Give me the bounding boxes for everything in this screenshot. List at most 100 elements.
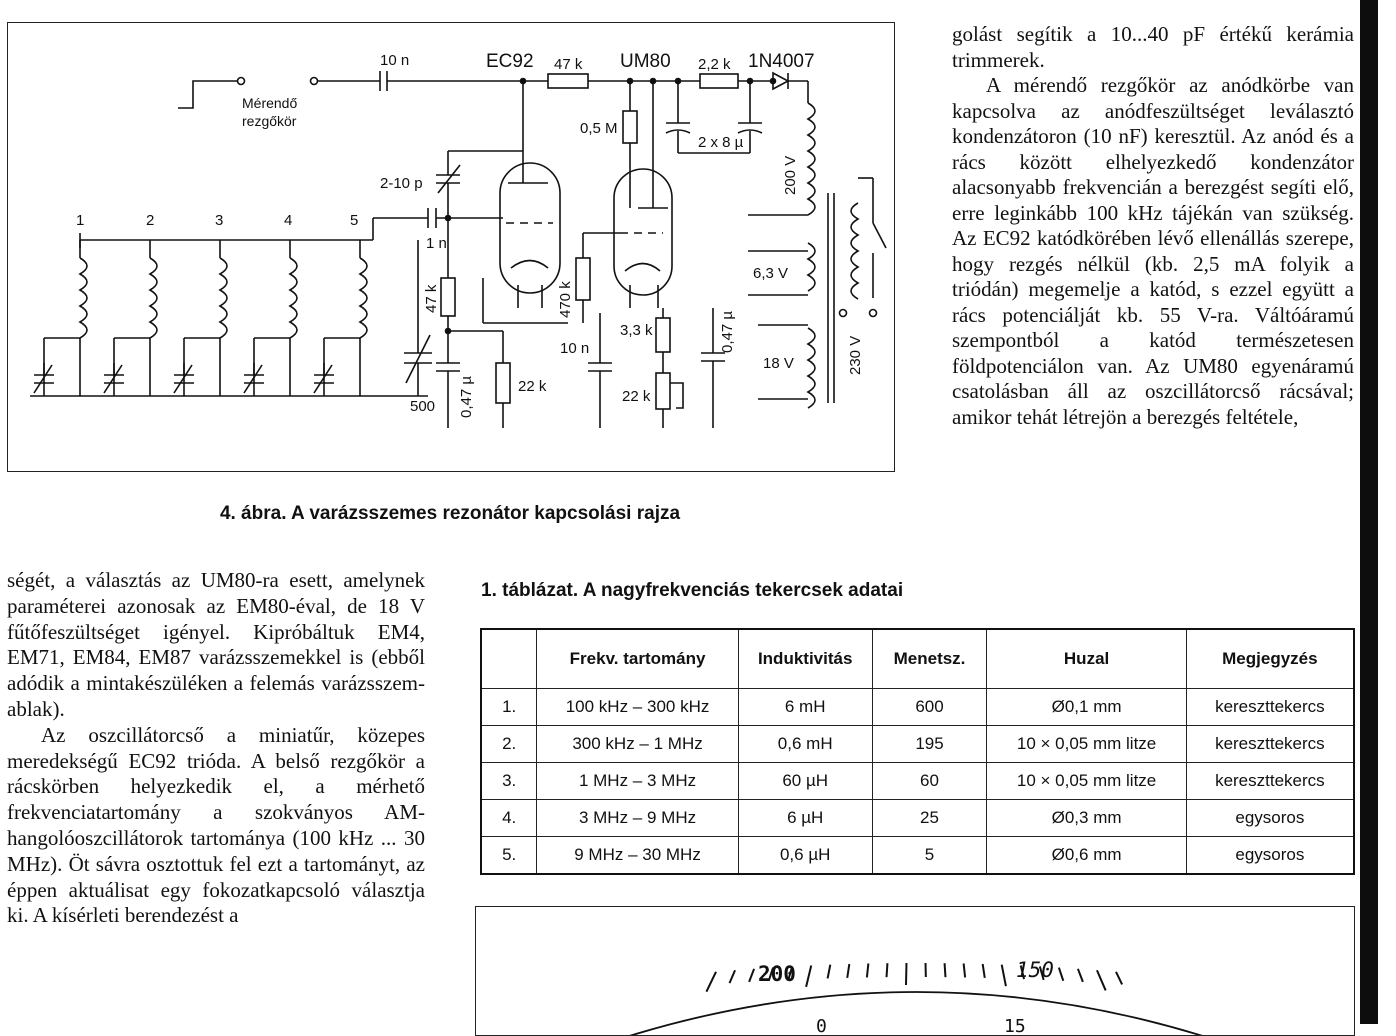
header-turns: Menetsz.: [872, 629, 987, 689]
dial-tick: [828, 965, 831, 979]
cell-inductance: 0,6 µH: [738, 837, 872, 875]
dial-tick: [1116, 972, 1122, 985]
cell-frequency-range: 300 kHz – 1 MHz: [537, 726, 738, 763]
cell-index: 3.: [481, 763, 537, 800]
page-edge-shadow: [1360, 0, 1378, 1024]
cell-frequency-range: 100 kHz – 300 kHz: [537, 689, 738, 726]
label-r-05m: 0,5 M: [580, 120, 618, 137]
circuit-diagram: 10 n EC92 47 k UM80 2,2 k 1N4007 Mérendő…: [8, 23, 896, 473]
cell-index: 2.: [481, 726, 537, 763]
label-diode: 1N4007: [748, 51, 815, 72]
cell-inductance: 60 µH: [738, 763, 872, 800]
label-c-2x8: 2 x 8 µ: [698, 134, 744, 151]
dial-label-0: 0: [816, 1016, 827, 1036]
label-r-22k-left: 22 k: [518, 378, 547, 395]
dial-label-150: 150: [1016, 958, 1054, 982]
coil-data-table: Frekv. tartomány Induktivitás Menetsz. H…: [480, 628, 1355, 875]
label-band-4: 4: [284, 212, 292, 229]
cell-wire: Ø0,3 mm: [987, 800, 1186, 837]
label-band-5: 5: [350, 212, 358, 229]
table-row: 1. 100 kHz – 300 kHz 6 mH 600 Ø0,1 mm ke…: [481, 689, 1354, 726]
dial-label-200: 200: [758, 962, 796, 986]
cell-frequency-range: 3 MHz – 9 MHz: [537, 800, 738, 837]
label-r-22k-top: 2,2 k: [698, 56, 731, 73]
label-c-047-right: 0,47 µ: [719, 311, 736, 353]
paragraph-anode-circuit: A mérendő rezgőkör az anódkörbe van kapc…: [952, 73, 1354, 430]
dial-scale: 200 150 0 15: [476, 907, 1355, 1036]
cell-note: kereszttekercs: [1186, 689, 1354, 726]
band-1-section: [34, 240, 87, 396]
cell-inductance: 6 mH: [738, 689, 872, 726]
label-um80: UM80: [620, 51, 671, 72]
label-trimmer: 2-10 p: [380, 175, 423, 192]
dial-tick: [983, 964, 985, 978]
dial-tick: [706, 972, 716, 992]
dial-tick: [749, 969, 754, 982]
cell-frequency-range: 9 MHz – 30 MHz: [537, 837, 738, 875]
label-v63: 6,3 V: [753, 265, 788, 282]
band-3-section: [174, 240, 227, 396]
trimmer-2-10p: [436, 151, 523, 218]
header-frequency-range: Frekv. tartomány: [537, 629, 738, 689]
label-c-10n: 10 n: [380, 52, 409, 69]
um80-tube: [614, 169, 672, 308]
cell-note: egysoros: [1186, 837, 1354, 875]
label-v200: 200 V: [782, 156, 799, 195]
cell-turns: 5: [872, 837, 987, 875]
dial-tick: [945, 963, 946, 977]
dial-tick: [1078, 969, 1083, 982]
label-band-1: 1: [76, 212, 84, 229]
table-title: 1. táblázat. A nagyfrekvenciás tekercsek…: [481, 580, 903, 602]
label-c-1n: 1 n: [426, 235, 447, 252]
cell-wire: Ø0,6 mm: [987, 837, 1186, 875]
cell-turns: 195: [872, 726, 987, 763]
cell-index: 5.: [481, 837, 537, 875]
label-r-22k-pot: 22 k: [622, 388, 651, 405]
schematic-figure: 10 n EC92 47 k UM80 2,2 k 1N4007 Mérendő…: [7, 22, 895, 472]
cell-index: 1.: [481, 689, 537, 726]
dial-tick: [1097, 970, 1106, 990]
label-measured: Mérendő: [242, 95, 297, 111]
cell-wire: 10 × 0,05 mm litze: [987, 726, 1186, 763]
cell-frequency-range: 1 MHz – 3 MHz: [537, 763, 738, 800]
table-row: 3. 1 MHz – 3 MHz 60 µH 60 10 × 0,05 mm l…: [481, 763, 1354, 800]
dial-tick: [1002, 965, 1006, 987]
cell-inductance: 0,6 mH: [738, 726, 872, 763]
dial-tick: [867, 964, 868, 978]
label-r-33k: 3,3 k: [620, 322, 653, 339]
label-c-047-left: 0,47 µ: [458, 376, 475, 418]
label-band-2: 2: [146, 212, 154, 229]
measured-resonator-terminals: [178, 71, 523, 108]
label-band-3: 3: [215, 212, 223, 229]
figure-caption: 4. ábra. A varázsszemes rezonátor kapcso…: [0, 503, 900, 525]
dial-tick: [730, 970, 736, 983]
cell-wire: Ø0,1 mm: [987, 689, 1186, 726]
left-column-text: ségét, a választás az UM80-ra esett, ame…: [7, 568, 425, 929]
table-row: 5. 9 MHz – 30 MHz 0,6 µH 5 Ø0,6 mm egyso…: [481, 837, 1354, 875]
cell-turns: 25: [872, 800, 987, 837]
cell-wire: 10 × 0,05 mm litze: [987, 763, 1186, 800]
top-supply-bus: [521, 73, 809, 103]
cell-note: egysoros: [1186, 800, 1354, 837]
dial-tick: [887, 963, 888, 977]
table-row: 4. 3 MHz – 9 MHz 6 µH 25 Ø0,3 mm egysoro…: [481, 800, 1354, 837]
um80-cathode-network: [656, 308, 725, 428]
paragraph-um80-choice: ségét, a választás az UM80-ra esett, ame…: [7, 568, 425, 723]
paragraph-oscillator: Az oszcillátorcső a miniatűr, közepes me…: [7, 723, 425, 929]
label-v230: 230 V: [847, 336, 864, 375]
header-index: [481, 629, 537, 689]
paragraph-continuation: golást segítik a 10...40 pF értékű kerám…: [952, 22, 1354, 73]
label-resonator: rezgőkör: [242, 113, 297, 129]
coil-sections: [34, 240, 367, 396]
dial-tick: [964, 964, 965, 978]
band-2-section: [104, 240, 157, 396]
cell-inductance: 6 µH: [738, 800, 872, 837]
dial-label-15: 15: [1004, 1016, 1026, 1036]
dial-tick: [1059, 968, 1063, 981]
resistor-05m: [623, 81, 653, 173]
band-coils: [30, 218, 428, 396]
label-r-47k-top: 47 k: [554, 56, 583, 73]
label-r-470k: 470 k: [557, 281, 574, 318]
cell-turns: 60: [872, 763, 987, 800]
band-4-section: [244, 240, 297, 396]
